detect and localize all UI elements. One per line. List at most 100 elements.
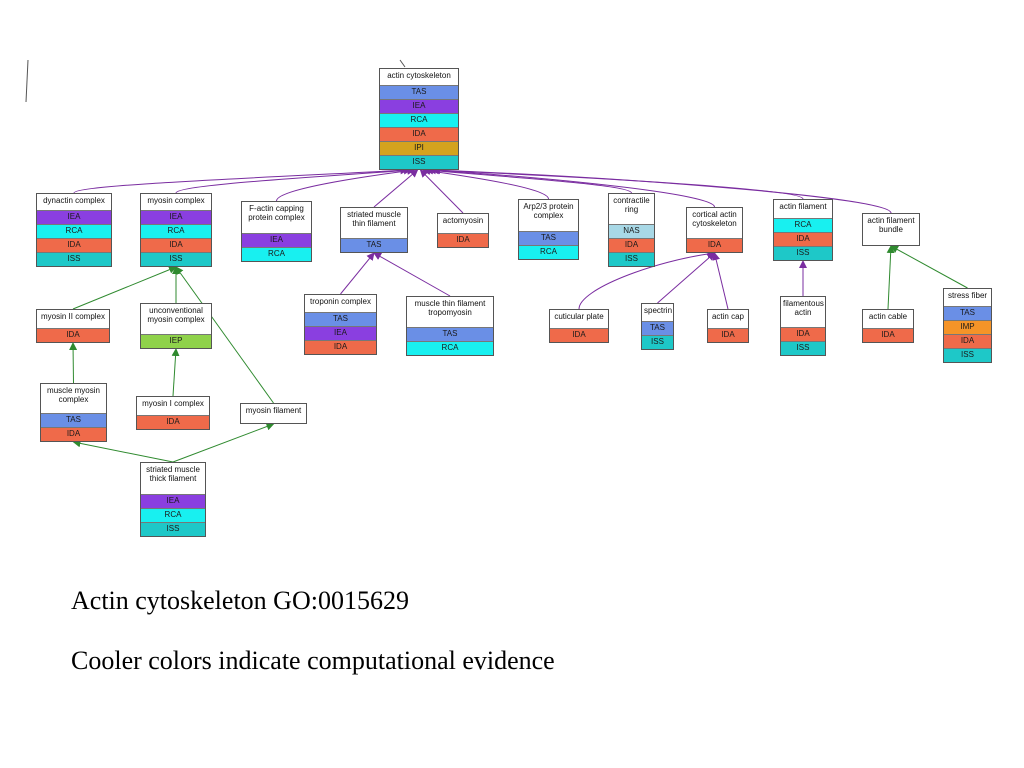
evidence-code: IDA xyxy=(774,232,832,246)
node-title: spectrin xyxy=(644,306,673,315)
evidence-code: IDA xyxy=(141,238,211,252)
evidence-code: IDA xyxy=(41,427,106,441)
evidence-code: TAS xyxy=(305,312,376,326)
evidence-code: TAS xyxy=(41,413,106,427)
node-myosin-filament: myosin filament xyxy=(240,403,307,424)
evidence-code: IDA xyxy=(708,328,748,342)
node-title: striated muscle thin filament xyxy=(347,210,401,228)
evidence-code: IDA xyxy=(687,238,742,252)
edge-myosin-i-to-unconventional-myosin xyxy=(171,348,180,397)
evidence-code: IDA xyxy=(37,238,111,252)
edge-spectrin-to-cortical-actin xyxy=(657,252,716,304)
evidence-code: IDA xyxy=(438,233,488,247)
evidence-code: IEP xyxy=(141,334,211,348)
edge-striated-thin-to-actin-cytoskeleton xyxy=(373,169,419,208)
evidence-code: IDA xyxy=(37,328,109,342)
evidence-code: IMP xyxy=(944,320,991,334)
caption-title: Actin cytoskeleton GO:0015629 xyxy=(71,586,409,615)
node-title: filamentous actin xyxy=(783,299,824,317)
evidence-code: ISS xyxy=(141,522,205,536)
graph-edges xyxy=(25,59,968,463)
caption-subtitle: Cooler colors indicate computational evi… xyxy=(71,646,555,675)
evidence-code: IEA xyxy=(141,494,205,508)
evidence-code: IDA xyxy=(781,327,825,341)
edge-actin-filament-bundle-to-actin-cytoskeleton xyxy=(432,166,892,214)
node-title: myosin II complex xyxy=(40,312,106,321)
node-title: actin filament xyxy=(779,202,827,211)
edge-myosin-filament-to-myosin-complex xyxy=(175,266,274,404)
edge-myosin-ii-to-myosin-complex xyxy=(72,265,177,310)
edge-cuticular-plate-to-cortical-actin xyxy=(578,249,716,310)
evidence-code: TAS xyxy=(407,327,493,341)
edge-actomyosin-to-actin-cytoskeleton xyxy=(419,169,464,214)
node-title: dynactin complex xyxy=(43,196,105,205)
node-title: actin cytoskeleton xyxy=(387,71,451,80)
evidence-code: ISS xyxy=(774,246,832,260)
evidence-code: TAS xyxy=(944,306,991,320)
edge-muscle-myosin-to-myosin-ii xyxy=(69,342,78,384)
edge-contractile-ring-to-actin-cytoskeleton xyxy=(425,166,632,194)
node-title: actin cap xyxy=(711,312,745,321)
edge-cortical-actin-to-actin-cytoskeleton xyxy=(427,166,715,208)
evidence-code: RCA xyxy=(242,247,311,261)
edge-actin-cable-to-actin-filament-bundle xyxy=(886,245,895,310)
evidence-code: ISS xyxy=(609,252,654,266)
evidence-code: RCA xyxy=(380,113,458,127)
evidence-code: RCA xyxy=(141,224,211,238)
edge-tropomyosin-to-striated-thin xyxy=(373,252,451,297)
evidence-code: IDA xyxy=(137,415,209,429)
node-title: actomyosin xyxy=(442,216,484,225)
edge-striated-thick-to-muscle-myosin xyxy=(72,439,174,463)
evidence-code: RCA xyxy=(37,224,111,238)
evidence-code: ISS xyxy=(781,341,825,355)
edge-actin-cap-to-cortical-actin xyxy=(712,252,729,310)
node-title: unconventional myosin complex xyxy=(147,306,205,324)
left-edge-fragment xyxy=(25,59,29,103)
node-title: muscle myosin complex xyxy=(47,386,100,404)
root-stub-edge xyxy=(399,59,406,68)
evidence-code: IDA xyxy=(944,334,991,348)
node-title: cuticular plate xyxy=(554,312,604,321)
evidence-code: IDA xyxy=(863,328,913,342)
edge-factin-capping-to-actin-cytoskeleton xyxy=(276,166,416,202)
edge-striated-thick-to-myosin-filament xyxy=(172,422,275,463)
evidence-code: ISS xyxy=(380,155,458,169)
evidence-code: ISS xyxy=(642,335,673,349)
evidence-code: TAS xyxy=(380,85,458,99)
evidence-code: ISS xyxy=(37,252,111,266)
node-title: contractile ring xyxy=(613,196,650,214)
node-actin-filament-bundle: actin filament bundle xyxy=(862,213,920,246)
edge-arp23-to-actin-cytoskeleton xyxy=(422,167,549,200)
node-title: F-actin capping protein complex xyxy=(248,204,305,222)
evidence-code: IDA xyxy=(550,328,608,342)
evidence-code: IEA xyxy=(305,326,376,340)
node-title: striated muscle thick filament xyxy=(146,465,200,483)
evidence-code: RCA xyxy=(407,341,493,355)
evidence-code: RCA xyxy=(141,508,205,522)
node-title: actin filament bundle xyxy=(867,216,915,234)
evidence-code: ISS xyxy=(141,252,211,266)
evidence-code: IEA xyxy=(380,99,458,113)
evidence-code: ISS xyxy=(944,348,991,362)
evidence-code: NAS xyxy=(609,224,654,238)
node-title: myosin filament xyxy=(245,406,302,415)
evidence-code: IPI xyxy=(380,141,458,155)
evidence-code: IEA xyxy=(141,210,211,224)
node-title: myosin complex xyxy=(147,196,205,205)
evidence-code: RCA xyxy=(774,218,832,232)
evidence-code: IDA xyxy=(380,127,458,141)
